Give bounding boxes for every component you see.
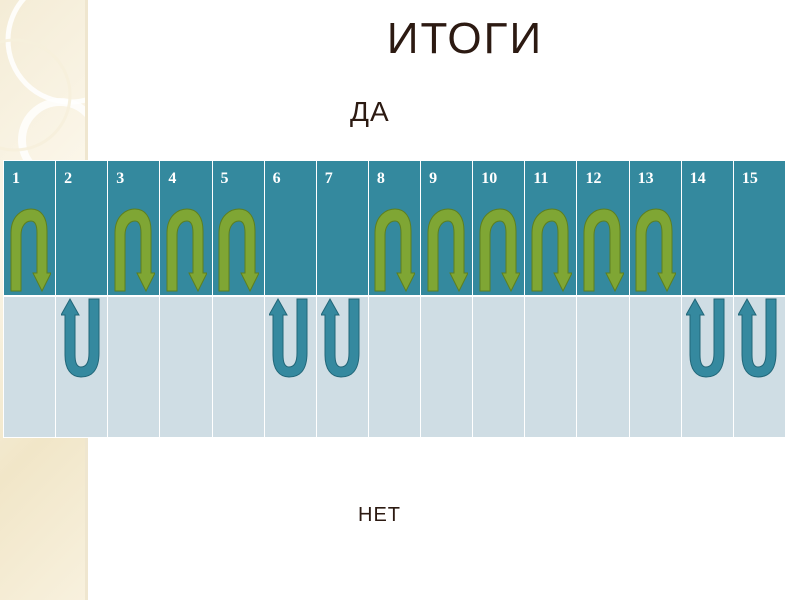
bottom-cell-8 <box>368 297 422 437</box>
bottom-cell-15 <box>733 297 786 437</box>
no-arrow-icon <box>321 297 360 378</box>
column-number: 8 <box>376 170 385 187</box>
slide-title: ИТОГИ <box>386 14 544 63</box>
top-cell-11: 11 <box>525 161 578 297</box>
no-arrow-icon <box>686 297 725 378</box>
no-arrow-icon <box>60 297 100 378</box>
top-cell-14: 14 <box>681 161 734 297</box>
yes-arrow-icon <box>374 208 416 293</box>
yes-label: ДА <box>350 96 390 127</box>
top-cell-8: 8 <box>368 161 422 297</box>
bottom-cell-5 <box>212 297 265 437</box>
bottom-cell-4 <box>160 297 213 437</box>
top-cell-12: 12 <box>577 161 630 297</box>
column-number: 6 <box>272 170 281 187</box>
bottom-cell-14 <box>681 297 734 437</box>
top-cell-6: 6 <box>264 161 317 297</box>
top-cell-5: 5 <box>212 161 265 297</box>
bottom-cell-2 <box>56 297 109 437</box>
column-number: 4 <box>168 170 177 187</box>
yes-arrow-icon <box>583 208 625 293</box>
column-number: 5 <box>220 170 229 187</box>
column-number: 12 <box>585 170 602 187</box>
column-number: 11 <box>533 170 549 187</box>
top-cell-1: 1 <box>4 161 57 297</box>
column-number: 9 <box>429 170 438 187</box>
column-number: 13 <box>637 170 654 187</box>
yes-arrow-icon <box>114 208 155 293</box>
bottom-cell-9 <box>421 297 474 437</box>
yes-arrow-icon <box>218 208 260 293</box>
yes-arrow-icon <box>10 208 51 293</box>
column-number: 2 <box>64 170 73 187</box>
column-number: 3 <box>116 170 125 187</box>
bottom-cell-3 <box>108 297 161 437</box>
bottom-cell-1 <box>4 297 57 437</box>
bottom-cell-12 <box>577 297 630 437</box>
no-label: НЕТ <box>358 504 401 526</box>
yes-arrow-icon <box>531 208 572 293</box>
yes-arrow-icon <box>427 208 468 293</box>
yes-arrow-icon <box>635 208 677 293</box>
top-cell-7: 7 <box>316 161 369 297</box>
top-cell-3: 3 <box>108 161 161 297</box>
yes-arrow-icon <box>166 208 207 293</box>
top-cell-4: 4 <box>160 161 213 297</box>
column-number: 1 <box>12 170 20 187</box>
bottom-cell-11 <box>525 297 578 437</box>
top-cell-9: 9 <box>421 161 474 297</box>
no-arrow-icon <box>738 297 777 378</box>
yes-arrow-icon <box>479 208 520 293</box>
top-cell-2: 2 <box>56 161 109 297</box>
column-number: 7 <box>324 170 333 187</box>
column-number: 10 <box>481 170 498 187</box>
bottom-cell-7 <box>316 297 369 437</box>
bottom-cell-6 <box>264 297 317 437</box>
bottom-cell-13 <box>629 297 682 437</box>
no-arrow-icon <box>269 297 308 378</box>
bottom-cell-10 <box>473 297 526 437</box>
top-cell-15: 15 <box>733 161 786 297</box>
top-cell-10: 10 <box>473 161 526 297</box>
top-cell-13: 13 <box>629 161 682 297</box>
column-number: 15 <box>741 170 758 187</box>
column-number: 14 <box>689 170 706 187</box>
